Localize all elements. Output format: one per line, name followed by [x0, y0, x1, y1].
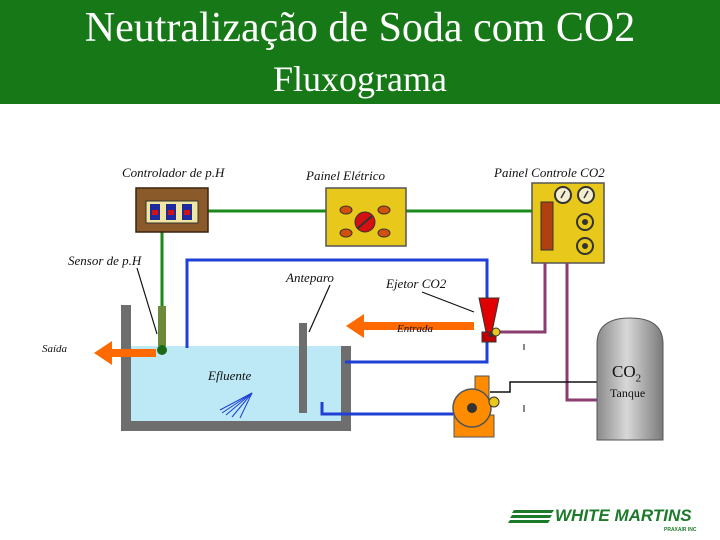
label-co2-ejector: Ejetor CO2	[386, 276, 447, 291]
tank-wall	[121, 305, 351, 431]
logo-wordmark: WHITE MARTINS	[555, 506, 692, 525]
page-subtitle: Fluxograma	[273, 59, 447, 99]
label-electric-panel: Painel Elétrico	[306, 168, 386, 183]
label-tank-co2: CO2	[612, 362, 642, 385]
co2-tank	[596, 317, 664, 441]
co2-control-panel	[531, 182, 605, 264]
label-ph-sensor: Sensor de p.H	[68, 253, 142, 268]
label-outlet: Saída	[42, 343, 68, 355]
baffle	[299, 323, 307, 413]
label-ph-controller: Controlador de p.H	[122, 165, 225, 180]
logo-tagline: PRAXAIR INC	[664, 527, 697, 533]
co2-line-tank	[565, 263, 605, 402]
pipe-inlet	[185, 258, 489, 348]
inlet-arrow	[346, 314, 474, 338]
recirculation-pump	[452, 375, 500, 438]
baffle-callout	[308, 284, 331, 333]
diffuser	[219, 392, 253, 419]
co2-line-ejector	[500, 263, 547, 334]
electric-panel	[325, 187, 407, 247]
label-baffle: Anteparo	[286, 270, 334, 285]
label-tank-co2-subscript: 2	[635, 372, 642, 385]
label-co2-panel: Painel Controle CO2	[494, 165, 605, 180]
pipe-ejector-tank	[345, 340, 489, 364]
signal-line	[490, 381, 602, 393]
white-martins-logo-stripes	[508, 510, 554, 523]
sensor-callout	[136, 267, 158, 335]
pipe-recirculation	[320, 402, 456, 416]
outlet-arrow	[94, 341, 156, 365]
ph-sensor	[157, 306, 167, 355]
label-effluent: Efluente	[208, 368, 252, 383]
title-banner: Neutralização de Soda com CO2 Fluxograma	[0, 0, 720, 104]
label-tank: Tanque	[610, 386, 646, 400]
ejector-callout	[421, 291, 475, 313]
label-inlet: Entrada	[397, 323, 434, 335]
ph-controller	[135, 187, 209, 233]
page-title: Neutralização de Soda com CO2	[84, 5, 636, 51]
effluent-water	[126, 346, 346, 426]
co2-ejector	[478, 297, 501, 343]
